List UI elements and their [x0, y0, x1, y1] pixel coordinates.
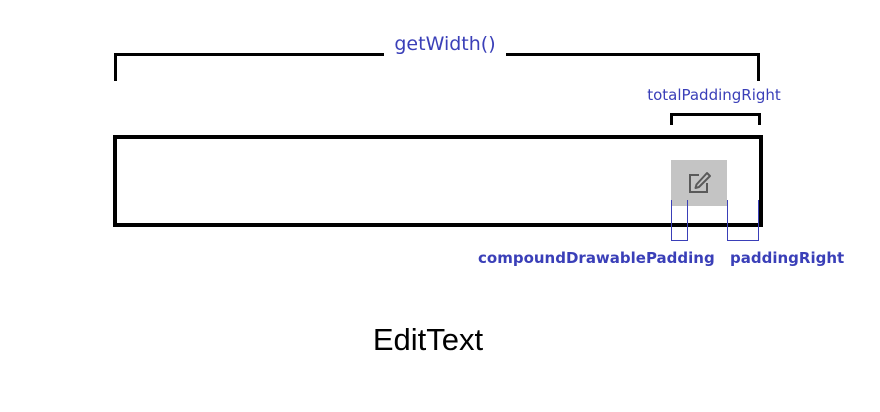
padding-right-indicator	[727, 200, 759, 241]
get-width-label: getWidth()	[394, 33, 496, 55]
edittext-caption: EditText	[372, 322, 484, 357]
total-padding-right-label: totalPaddingRight	[647, 86, 781, 104]
compound-drawable	[671, 160, 727, 206]
edit-icon	[689, 172, 711, 193]
edittext-box	[113, 135, 763, 227]
padding-right-label: paddingRight	[730, 249, 845, 267]
compound-drawable-padding-indicator	[671, 200, 688, 241]
compound-drawable-padding-label: compoundDrawablePadding	[478, 249, 715, 267]
total-padding-right-bracket	[670, 113, 761, 125]
width-bracket-gap	[384, 49, 506, 59]
